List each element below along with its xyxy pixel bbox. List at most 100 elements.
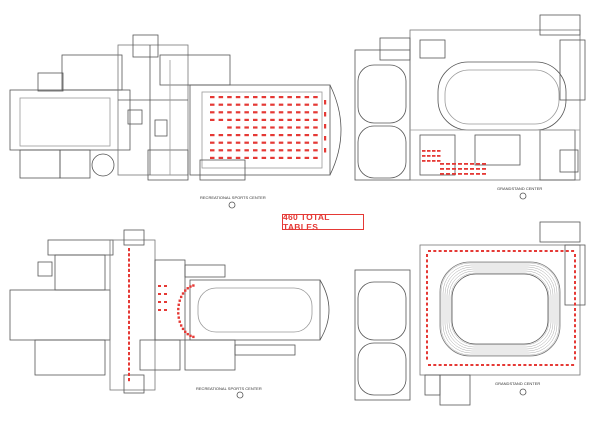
table-marker	[261, 141, 267, 144]
table-marker	[218, 111, 224, 114]
table-marker	[235, 134, 241, 137]
table-marker	[438, 250, 442, 252]
table-marker	[574, 313, 576, 317]
table-marker	[177, 316, 180, 319]
table-marker	[261, 156, 267, 159]
table-marker	[464, 173, 468, 175]
table-marker	[470, 250, 474, 252]
table-marker	[544, 364, 548, 366]
table-marker	[574, 281, 576, 284]
table-marker	[244, 126, 249, 129]
table-marker	[181, 292, 185, 295]
table-marker	[574, 264, 576, 268]
upper-room	[61, 54, 123, 91]
table-marker	[278, 141, 284, 144]
table-marker	[278, 149, 284, 152]
table-marker	[178, 320, 181, 323]
table-marker	[426, 286, 428, 290]
table-marker	[304, 103, 310, 106]
table-marker	[440, 163, 444, 165]
table-marker	[574, 345, 576, 349]
table-marker	[270, 141, 275, 144]
table-marker	[253, 134, 258, 137]
table-marker	[574, 302, 576, 306]
table-marker	[426, 345, 428, 349]
plan-top-left: RECREATIONAL SPORTS CENTER	[9, 34, 342, 209]
table-marker	[426, 308, 428, 311]
seating-row	[440, 262, 560, 356]
table-marker	[539, 250, 543, 252]
seating-row	[450, 272, 550, 346]
table-marker	[523, 364, 527, 366]
table-marker	[164, 293, 167, 295]
table-marker	[491, 250, 495, 252]
table-marker	[313, 111, 318, 114]
table-marker	[464, 163, 468, 165]
table-marker	[177, 303, 180, 306]
table-marker	[128, 362, 130, 366]
table-marker	[253, 96, 258, 99]
seating-row	[448, 270, 552, 348]
table-marker	[452, 168, 456, 170]
table-marker	[210, 103, 215, 106]
table-marker	[313, 156, 318, 159]
table-marker	[427, 155, 431, 157]
table-marker	[192, 284, 195, 287]
table-marker	[128, 341, 130, 345]
table-marker	[179, 295, 183, 299]
table-marker	[426, 351, 428, 355]
table-marker	[261, 134, 267, 137]
table-marker	[428, 250, 431, 252]
table-marker	[426, 324, 428, 328]
table-marker	[128, 268, 130, 272]
table-marker	[560, 250, 564, 252]
table-marker	[433, 250, 437, 252]
seating-row	[442, 264, 558, 354]
table-marker	[502, 364, 506, 366]
table-marker	[210, 141, 215, 144]
table-marker	[128, 315, 130, 319]
table-marker	[549, 250, 553, 252]
table-marker	[574, 270, 576, 274]
rink-sheet-1	[357, 64, 407, 124]
table-marker	[476, 168, 480, 170]
table-marker	[164, 309, 167, 311]
table-marker	[158, 285, 161, 287]
table-marker	[446, 173, 450, 175]
table-marker	[491, 364, 495, 366]
table-marker	[128, 248, 130, 252]
table-marker	[459, 364, 463, 366]
table-marker	[244, 156, 249, 159]
table-marker	[496, 364, 500, 366]
table-marker	[128, 320, 130, 324]
table-marker	[296, 103, 301, 106]
table-marker	[244, 141, 249, 144]
table-marker	[296, 156, 301, 159]
table-marker	[313, 149, 318, 152]
table-marker	[296, 126, 301, 129]
table-marker	[227, 96, 232, 99]
table-marker	[278, 103, 284, 106]
table-marker	[287, 156, 292, 159]
table-marker	[177, 307, 180, 311]
table-marker	[465, 250, 469, 252]
table-marker	[128, 372, 130, 376]
table-marker	[261, 118, 267, 121]
table-marker	[432, 160, 436, 162]
table-marker	[528, 250, 532, 252]
table-marker	[427, 150, 431, 152]
table-marker	[426, 302, 428, 306]
table-marker	[565, 364, 569, 366]
table-marker	[426, 356, 428, 360]
table-marker	[244, 103, 249, 106]
table-marker	[261, 103, 267, 106]
table-marker	[261, 111, 267, 114]
table-marker	[287, 126, 292, 129]
table-marker	[470, 364, 474, 366]
table-marker	[427, 160, 431, 162]
table-marker	[433, 364, 437, 366]
table-marker	[128, 284, 130, 288]
table-marker	[574, 297, 576, 301]
event-hall	[189, 84, 331, 176]
table-marker	[287, 134, 292, 137]
